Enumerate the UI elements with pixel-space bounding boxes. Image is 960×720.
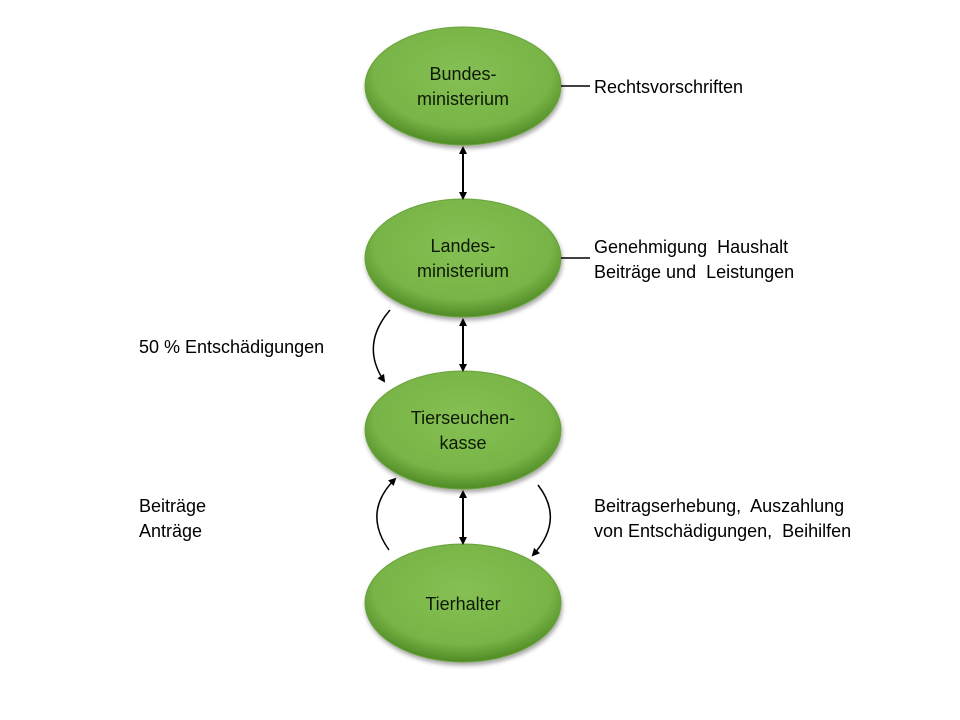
node-tierhalter: Tierhalter [364,543,562,663]
label-beitragserhebung: Beitragserhebung, Auszahlung [594,496,845,516]
label-rechtsvorschriften: Rechtsvorschriften [594,77,744,97]
node-label: ministerium [417,261,509,281]
label-genehmigung-haushalt: Genehmigung Haushalt [594,237,789,257]
curved-arrow-entschaedigungen [372,309,391,383]
curved-arrow-beitraege [376,477,397,551]
node-label: Landes- [430,236,495,256]
node-label: Tierhalter [425,594,500,614]
curved-arrow-auszahlung [531,484,551,557]
node-label: Tierseuchen- [411,408,515,428]
node-label: Bundes- [429,64,496,84]
node-bundesministerium: Bundes- ministerium [364,26,562,146]
node-label: ministerium [417,89,509,109]
node-landesministerium: Landes- ministerium [364,198,562,318]
label-entschaedigungen: 50 % Entschädigungen [139,337,325,357]
label-beitraege: Beiträge [139,496,207,516]
node-tierseuchenkasse: Tierseuchen- kasse [364,370,562,490]
label-beitraege-leistungen: Beiträge und Leistungen [594,262,795,282]
node-label: kasse [439,433,486,453]
label-entschaedigungen-beihilfen: von Entschädigungen, Beihilfen [594,521,852,541]
label-antraege: Anträge [139,521,203,541]
